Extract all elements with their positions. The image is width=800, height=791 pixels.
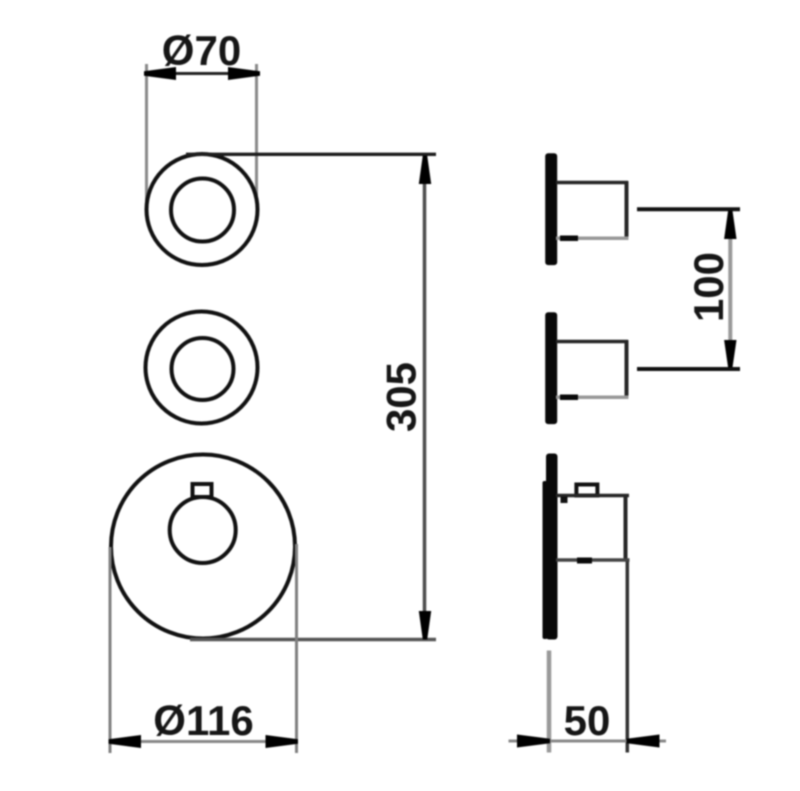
svg-text:50: 50 [564,697,611,744]
svg-text:Ø70: Ø70 [162,27,241,74]
svg-text:305: 305 [378,362,425,432]
svg-text:100: 100 [685,252,732,322]
svg-text:Ø116: Ø116 [153,697,253,744]
